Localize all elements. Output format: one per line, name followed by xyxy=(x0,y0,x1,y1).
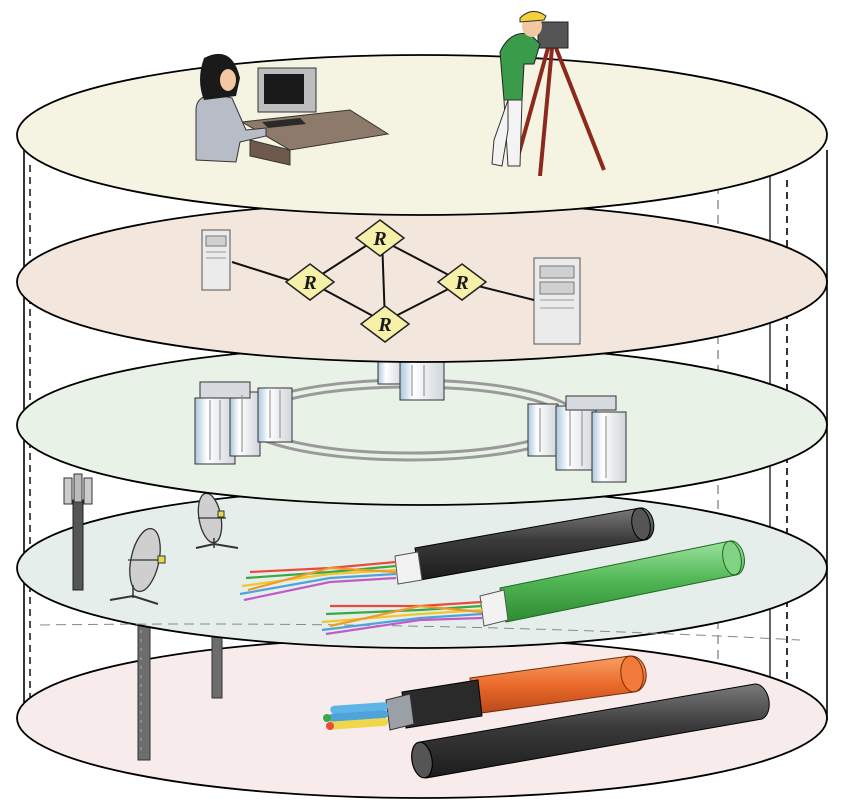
router-label: R xyxy=(377,314,391,336)
server-rack-icon xyxy=(194,381,293,465)
green-fiber-strands xyxy=(321,600,483,636)
office-worker-icon xyxy=(195,53,390,166)
fiber-cable-icon xyxy=(239,507,655,602)
router-icon: R xyxy=(284,263,336,301)
application-layer xyxy=(16,11,828,216)
transmission-layer xyxy=(16,473,828,649)
physical-layer xyxy=(16,599,828,799)
router-label: R xyxy=(302,272,316,294)
server-icon-2 xyxy=(533,257,581,345)
satellite-dish-icon xyxy=(109,527,166,605)
server-rack-icon-3 xyxy=(527,395,627,483)
surveyor-icon xyxy=(491,11,606,177)
black-cable-icon xyxy=(411,683,770,779)
network-layer: R R R R xyxy=(16,201,828,363)
server-rack-icon-2 xyxy=(377,359,445,401)
router-icon: R xyxy=(436,263,488,301)
router-icon: R xyxy=(359,305,411,343)
green-fiber-cable-icon xyxy=(321,540,745,636)
fiber-strands xyxy=(239,560,397,602)
satellite-dish-icon-2 xyxy=(195,492,239,549)
router-icon: R xyxy=(354,219,406,257)
power-cable-cores xyxy=(323,702,389,730)
data-center-layer xyxy=(16,344,828,506)
server-icon xyxy=(201,229,231,291)
power-cable-icon xyxy=(323,655,647,731)
router-label: R xyxy=(454,272,468,294)
cell-tower-icon xyxy=(63,473,93,591)
router-label: R xyxy=(372,228,386,250)
